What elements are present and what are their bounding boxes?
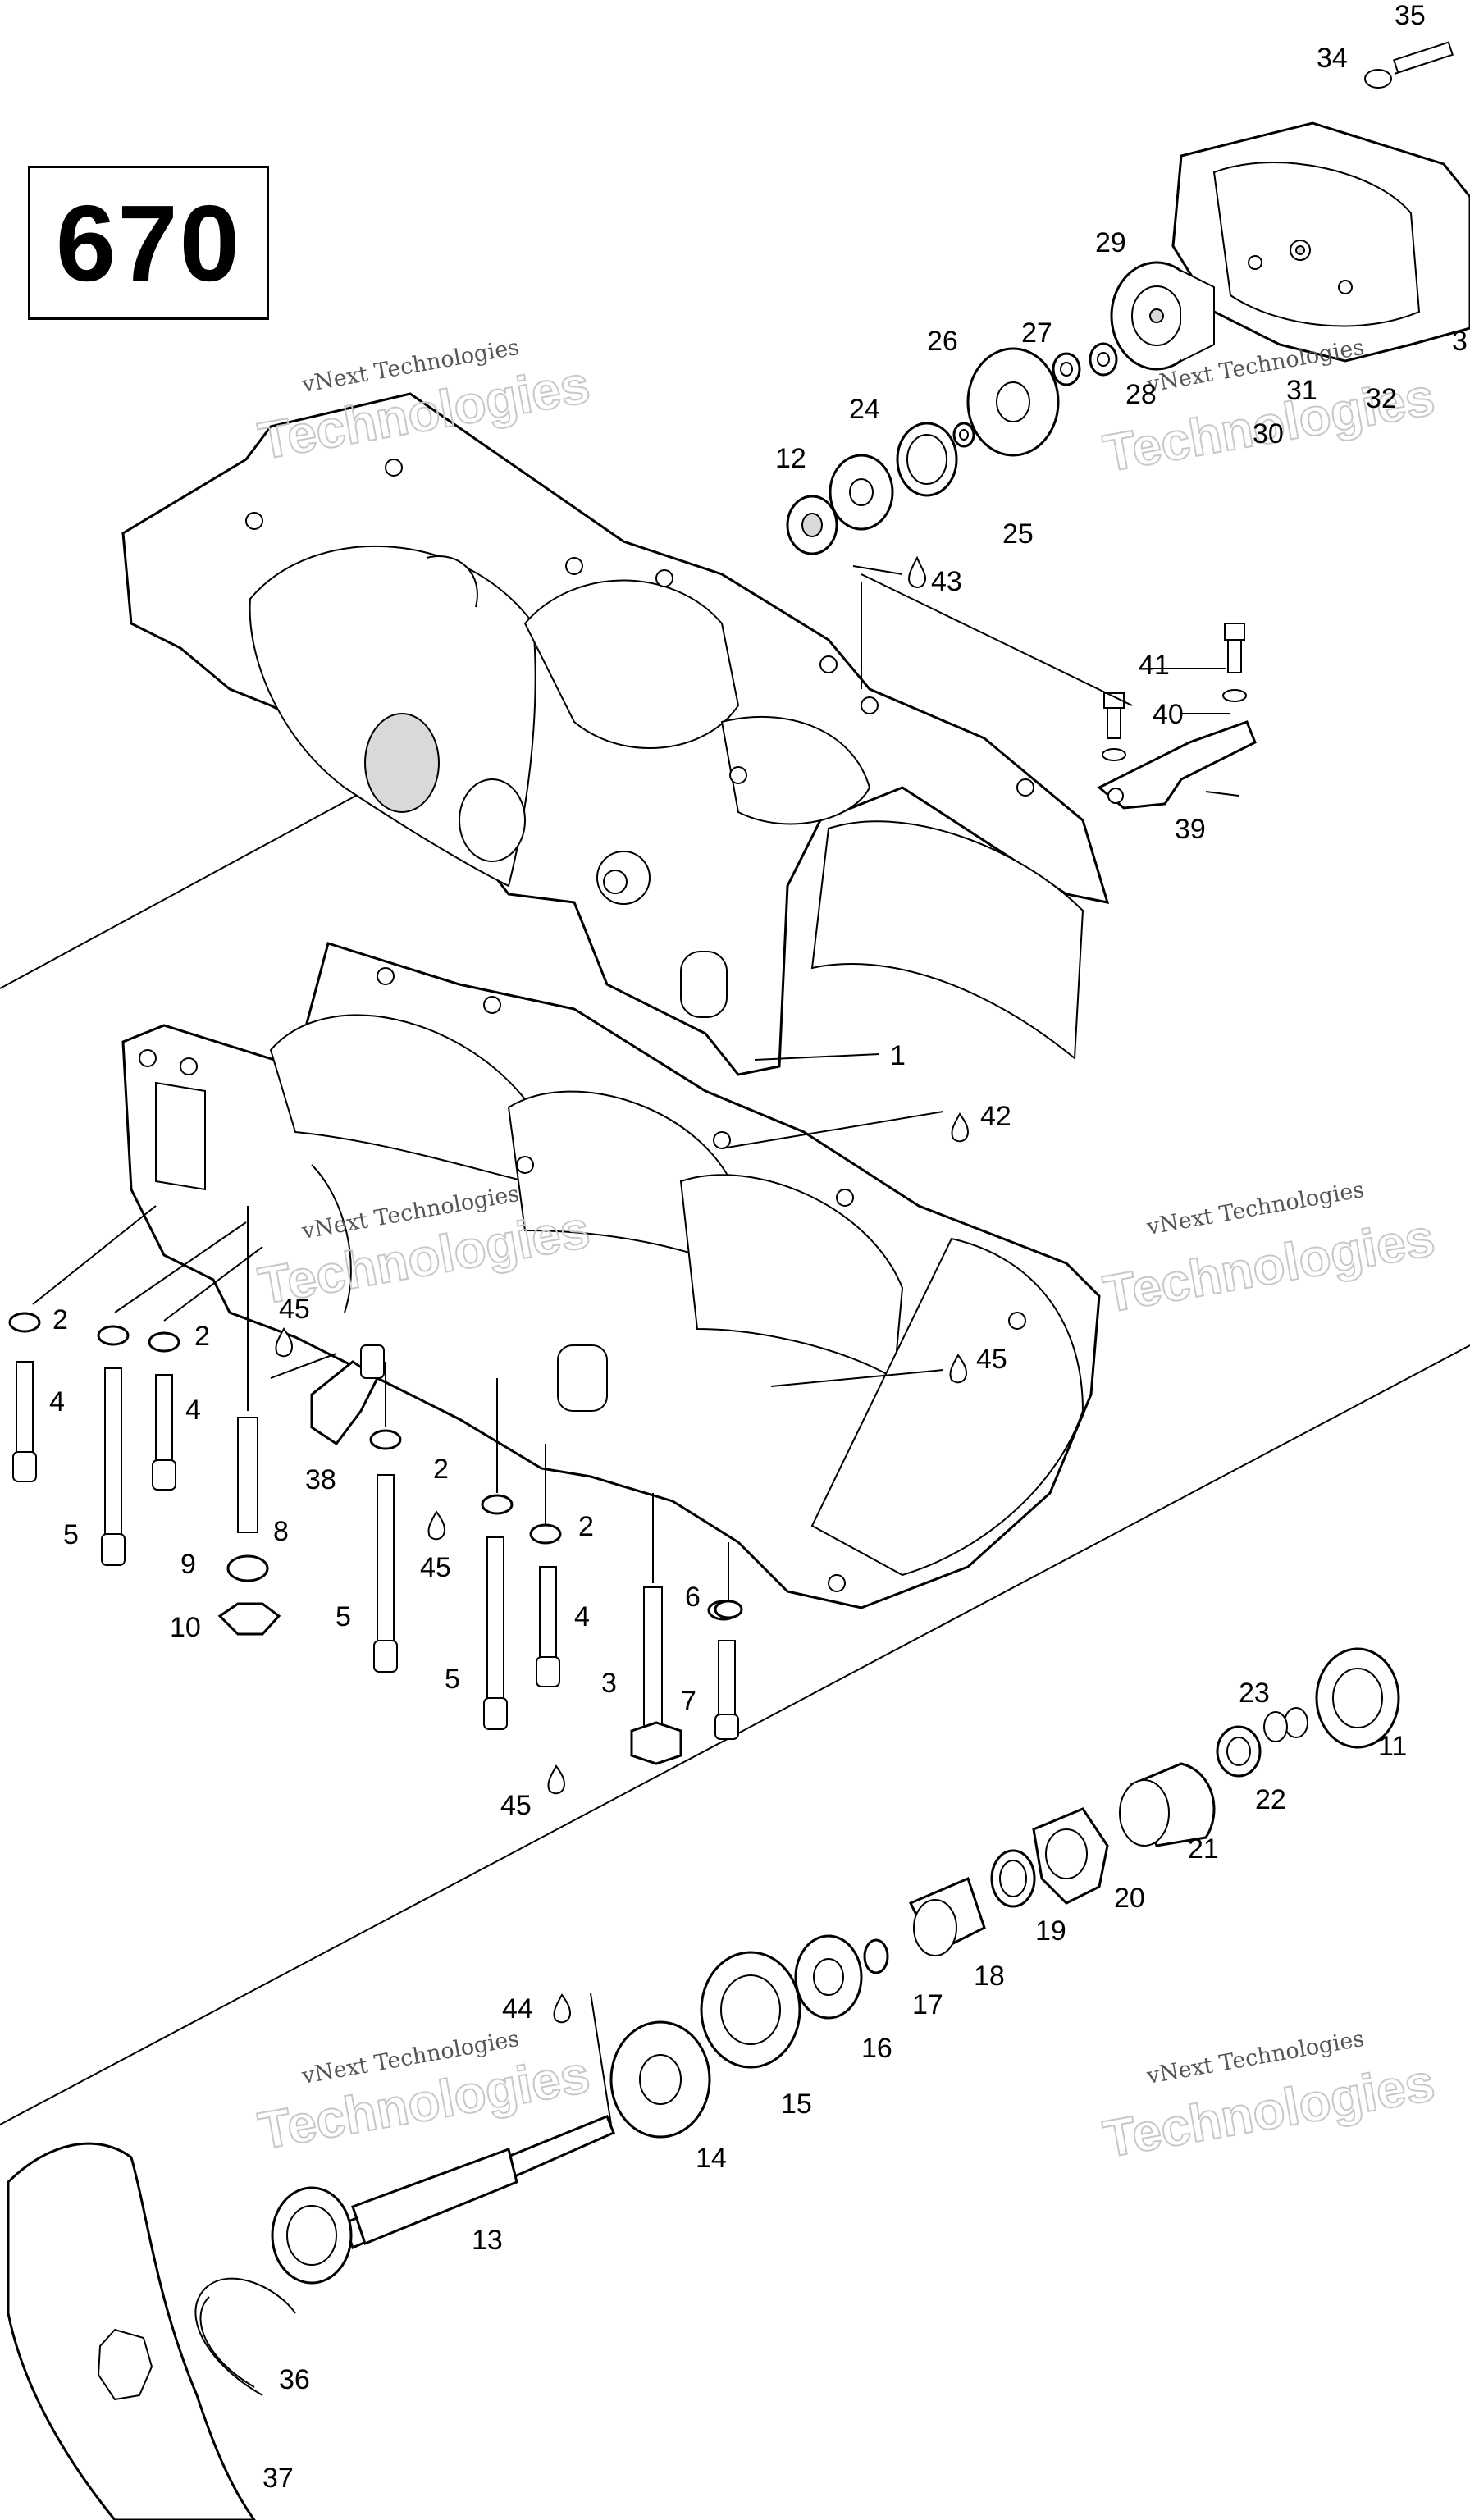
drop-icon	[547, 1764, 566, 1795]
callout-22: 22	[1255, 1784, 1286, 1815]
drop-icon	[275, 1327, 294, 1358]
callout-2: 2	[52, 1304, 68, 1335]
callout-6: 6	[685, 1582, 701, 1613]
callout-8: 8	[273, 1516, 289, 1547]
callout-9: 9	[180, 1549, 196, 1580]
callout-19: 19	[1035, 1915, 1066, 1947]
upper-crankcase-holes	[245, 459, 1034, 797]
callout-15: 15	[781, 2089, 812, 2120]
callout-5: 5	[445, 1664, 460, 1695]
callout-2: 2	[194, 1321, 210, 1352]
callout-41: 41	[1139, 650, 1170, 681]
drop-icon	[427, 1510, 446, 1541]
callout-45: 45	[500, 1790, 532, 1821]
callout-11: 11	[1378, 1731, 1407, 1762]
callout-36: 36	[279, 2364, 310, 2395]
callout-20: 20	[1114, 1883, 1145, 1914]
section-line-upper	[0, 774, 395, 989]
drop-icons	[275, 555, 970, 2024]
callout-2: 2	[578, 1511, 594, 1542]
pump-shaft-washers	[786, 342, 1118, 555]
callout-44: 44	[502, 1993, 533, 2025]
callout-10: 10	[170, 1612, 201, 1643]
callout-3: 3	[601, 1668, 617, 1699]
callout-34: 34	[1317, 43, 1348, 74]
callout-30: 30	[1253, 418, 1284, 450]
callout-40: 40	[1153, 699, 1184, 730]
callout-5: 5	[336, 1601, 351, 1632]
callout-32: 32	[1366, 383, 1397, 414]
callout-27: 27	[1021, 317, 1052, 349]
callout-24: 24	[849, 394, 880, 425]
callout-12: 12	[775, 443, 806, 474]
callout-5: 5	[63, 1519, 79, 1550]
lower-crankcase	[121, 942, 1101, 1609]
lower-crankcase-holes	[139, 967, 1026, 1592]
callout-38: 38	[305, 1464, 336, 1495]
drop-icon	[949, 1354, 968, 1384]
callout-45: 45	[976, 1344, 1007, 1375]
callout-28: 28	[1125, 379, 1157, 410]
drop-icon	[553, 1993, 572, 2024]
callout-37: 37	[262, 2463, 294, 2494]
drop-icon	[951, 1112, 970, 1143]
callout-4: 4	[185, 1395, 201, 1426]
callout-17: 17	[912, 1989, 943, 2020]
model-number: 670	[55, 182, 242, 304]
callout-31: 31	[1286, 375, 1317, 406]
callout-13: 13	[472, 2225, 503, 2256]
callout-14: 14	[696, 2143, 727, 2174]
upper-crankcase	[121, 392, 1110, 1076]
rotary-valve-cover	[1171, 41, 1470, 363]
model-number-box: 670	[28, 166, 269, 320]
callout-4: 4	[49, 1386, 65, 1418]
callout-45: 45	[420, 1552, 451, 1583]
crankcase-bolts	[8, 1312, 743, 1765]
callout-21: 21	[1188, 1833, 1219, 1865]
callout-16: 16	[861, 2033, 892, 2064]
callout-39: 39	[1175, 814, 1206, 845]
callout-29: 29	[1095, 227, 1126, 258]
callout-4: 4	[574, 1601, 590, 1632]
callout-23: 23	[1239, 1678, 1270, 1709]
callout-1: 1	[890, 1040, 906, 1071]
part-callouts: 1 2 2 2 2 3 4 4 4 5 5 5 6 7 8 9 10 11 12…	[49, 0, 1468, 2494]
water-pump-impeller	[1110, 261, 1215, 371]
callout-35: 35	[1395, 0, 1426, 31]
callout-18: 18	[974, 1961, 1005, 1992]
callout-25: 25	[1002, 518, 1034, 550]
callout-42: 42	[980, 1101, 1011, 1132]
drop-icon	[908, 555, 927, 588]
pto-shaft-assembly	[7, 1647, 1400, 2520]
callout-43: 43	[931, 566, 962, 597]
callout-2: 2	[433, 1454, 449, 1485]
callout-3-cover: 3	[1452, 326, 1468, 357]
oil-pump-bracket	[1097, 623, 1257, 810]
callout-7: 7	[681, 1686, 696, 1717]
callout-26: 26	[927, 326, 958, 357]
callout-45: 45	[279, 1294, 310, 1325]
leader-lines	[32, 565, 1239, 2125]
